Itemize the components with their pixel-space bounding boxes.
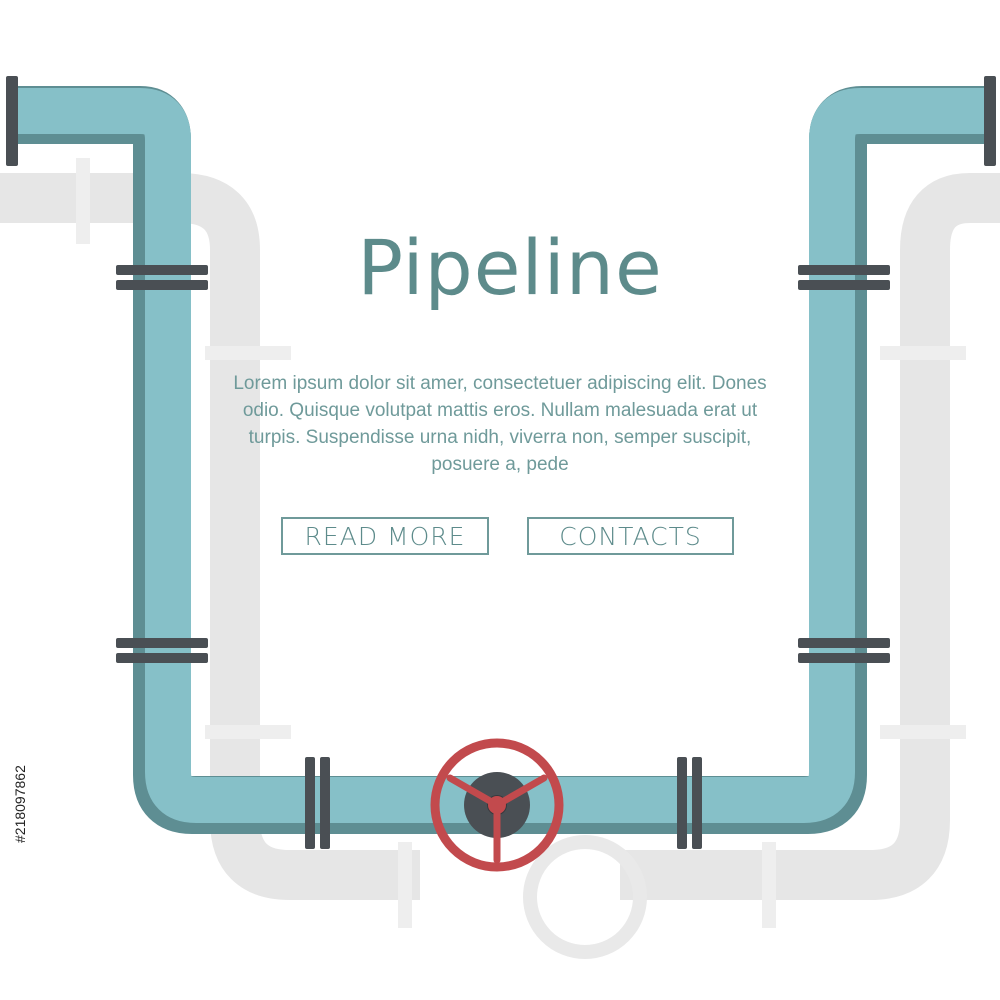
page-title: Pipeline xyxy=(357,223,663,312)
valve-wheel-icon xyxy=(430,738,564,872)
stock-id-label: #218097862 xyxy=(12,765,28,843)
shadow-flanges xyxy=(76,158,966,928)
pipe-flange-icon xyxy=(6,76,996,849)
shadow-valve-wheel-icon xyxy=(523,835,647,959)
read-more-button[interactable]: READ MORE xyxy=(281,517,489,555)
body-text: Lorem ipsum dolor sit amer, consectetuer… xyxy=(233,373,767,475)
shadow-pipe-right xyxy=(620,173,1000,900)
contacts-button[interactable]: CONTACTS xyxy=(527,517,734,555)
shadow-pipe-left xyxy=(0,173,420,900)
